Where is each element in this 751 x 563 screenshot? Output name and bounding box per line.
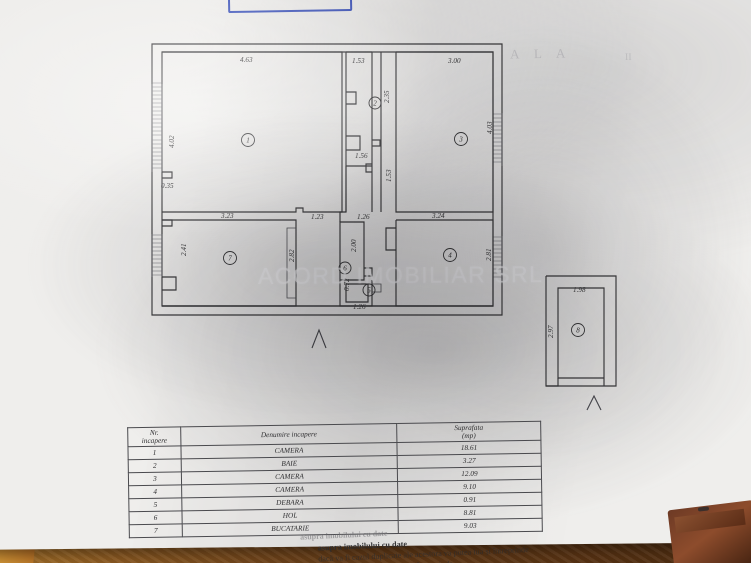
cell-nr: 5: [128, 497, 182, 512]
room-marker-3: 3: [454, 132, 468, 146]
room-marker-8: 8: [571, 323, 585, 337]
header-nr: Nr. incapere: [127, 426, 181, 447]
dim-gap-123: 1.23: [311, 213, 324, 221]
room-marker-5: 5: [362, 283, 376, 297]
dim-room6-vert: 2.00: [350, 239, 358, 252]
north-arrow-annex: [586, 394, 602, 411]
room-marker-1: 1: [241, 133, 255, 147]
dim-room4-top: 3.24: [431, 212, 445, 220]
dim-room7-right: 2.82: [288, 249, 296, 262]
svg-text:1: 1: [246, 137, 250, 145]
dim-room5-left: 0.72: [343, 278, 351, 291]
svg-text:4: 4: [448, 252, 452, 260]
cell-nr: 2: [128, 458, 182, 473]
svg-text:7: 7: [228, 255, 232, 263]
dim-room3-right: 4.03: [486, 121, 494, 134]
north-arrow-main: [311, 328, 327, 349]
dim-room5-bottom: 1.26: [353, 303, 366, 311]
cell-nr: 1: [127, 445, 182, 460]
dim-room2-bottom: 1.56: [355, 152, 368, 160]
table-body: 1 CAMERA 18.61 2 BAIE 3.27 3 CAMERA 12.0…: [127, 440, 543, 538]
dim-room2-top: 1.53: [352, 57, 365, 65]
svg-text:6: 6: [343, 265, 347, 273]
dim-hall-153: 1.53: [385, 169, 393, 182]
dim-room8-left: 2.97: [547, 325, 555, 338]
room-marker-6: 6: [338, 261, 352, 275]
dim-room1-bottom: 3.23: [220, 212, 234, 220]
cell-nr: 7: [129, 523, 183, 538]
room-schedule-table: Nr. incapere Denumire incapere Suprafata…: [127, 421, 543, 538]
dim-room1-top: 4.63: [240, 56, 253, 64]
header-nr-line2: incapere: [141, 435, 168, 446]
watermark: ACORD IMOBILIAR SRL: [257, 261, 544, 289]
room-marker-2: 2: [368, 96, 382, 110]
cell-nr: 3: [128, 471, 182, 486]
room-marker-7: 7: [223, 251, 237, 265]
dim-hol-126: 1.26: [357, 213, 370, 221]
dim-room2-right: 2.35: [383, 90, 391, 103]
dim-room1-left: 4.02: [168, 135, 176, 148]
svg-text:8: 8: [576, 327, 580, 335]
svg-text:3: 3: [458, 136, 463, 144]
dim-room7-left: 2.41: [180, 243, 188, 256]
dim-room3-top: 3.00: [447, 57, 461, 65]
cell-nr: 4: [128, 484, 182, 499]
dim-room1-left-small: 0.35: [161, 182, 174, 190]
dim-room8-top: 1.98: [573, 286, 586, 294]
svg-text:2: 2: [373, 100, 377, 108]
cell-nr: 6: [128, 510, 183, 525]
svg-text:5: 5: [367, 287, 371, 295]
dim-room4-right: 2.81: [485, 248, 493, 261]
header-suprafata: Suprafata (mp): [396, 421, 541, 443]
room-marker-4: 4: [443, 248, 457, 262]
